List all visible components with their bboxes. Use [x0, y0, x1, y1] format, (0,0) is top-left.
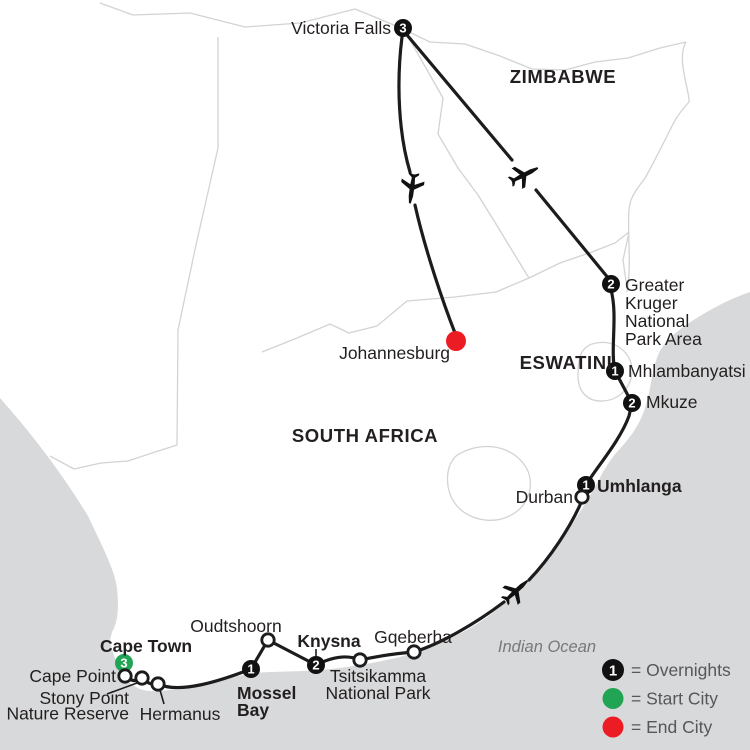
label-hermanus: Hermanus: [140, 704, 221, 724]
overnight-count: 1: [582, 478, 589, 493]
route-layer: [122, 33, 634, 690]
marker-mhlambanyatsi: 1: [606, 362, 624, 380]
legend-label-start: = Start City: [631, 689, 718, 709]
border-zambezi: [99, 2, 687, 71]
marker-stony-point: [134, 670, 150, 686]
marker-gqeberha: [406, 644, 422, 660]
border-botswana-zimbabwe: [405, 32, 530, 279]
marker-greater-kruger: 2: [602, 275, 620, 293]
stop-circle: [352, 652, 368, 668]
overnight-count: 3: [120, 656, 127, 671]
stop-circle: [574, 489, 590, 505]
marker-mossel-bay: 1: [242, 660, 260, 678]
region-label-south-africa: SOUTH AFRICA: [292, 425, 438, 446]
stop-circle: [117, 668, 133, 684]
flight-path-victoria-falls-johannesburg-a: [397, 35, 412, 174]
stop-circle: [134, 670, 150, 686]
label-gqeberha: Gqeberha: [374, 627, 452, 647]
flight-path-kruger-victoria-falls-a: [405, 33, 514, 162]
overnight-badge: [394, 19, 412, 37]
indian-atlantic-ocean: [0, 292, 750, 750]
overnight-badge: [623, 394, 641, 412]
ocean-layer: [0, 292, 750, 750]
legend: 1 = Overnights = Start City = End City: [602, 659, 731, 738]
label-mhlambanyatsi: Mhlambanyatsi: [628, 361, 746, 381]
label-johannesburg: Johannesburg: [339, 343, 450, 363]
stop-circle: [260, 632, 276, 648]
legend-label-overnights: = Overnights: [631, 660, 731, 680]
border-south-africa-botswana: [261, 277, 530, 353]
overnight-badge: [242, 660, 260, 678]
overnight-count: 2: [312, 658, 319, 673]
legend-overnight-number: 1: [609, 662, 617, 679]
marker-tsitsikamma: [352, 652, 368, 668]
start-city-badge: [115, 654, 133, 672]
label-cape-town: Cape Town: [100, 636, 192, 656]
leader-line-stony-point: [106, 682, 138, 695]
border-eswatini: [577, 341, 633, 402]
label-victoria-falls: Victoria Falls: [291, 18, 391, 38]
flight-path-victoria-falls-johannesburg-b: [413, 203, 457, 335]
legend-item-overnights: 1 = Overnights: [602, 659, 731, 681]
city-markers-layer: 3 2 1 2 1 2 1 3: [115, 19, 641, 692]
marker-cape-point: [117, 668, 133, 684]
overnight-badge: [307, 656, 325, 674]
leader-lines-layer: [106, 649, 317, 705]
leader-line-hermanus: [159, 689, 165, 705]
legend-label-end: = End City: [631, 717, 712, 737]
airplane-icon: [401, 171, 425, 204]
marker-knysna: 2: [307, 656, 325, 674]
marker-oudtshoorn: [260, 632, 276, 648]
stop-circle: [150, 676, 166, 692]
legend-item-end: = End City: [602, 716, 712, 738]
airplane-icon: [507, 166, 539, 189]
country-borders-layer: [49, 2, 690, 521]
label-oudtshoorn: Oudtshoorn: [190, 616, 281, 636]
marker-cape-town: 3: [115, 654, 133, 672]
ground-route-coast-to-durban: [527, 483, 588, 582]
stop-circle: [406, 644, 422, 660]
legend-start-city-dot-icon: [602, 688, 624, 709]
overnight-badge: [602, 275, 620, 293]
airplane-icon: [501, 579, 529, 606]
label-umhlanga: Umhlanga: [597, 476, 682, 496]
border-limpopo-east: [528, 231, 630, 279]
flight-path-kruger-victoria-falls-b: [534, 188, 611, 281]
overnight-count: 1: [247, 662, 254, 677]
marker-hermanus: [150, 676, 166, 692]
border-kruger-area: [622, 231, 630, 289]
border-botswana-namibia: [176, 37, 219, 446]
airplanes-layer: [401, 166, 539, 606]
marker-mkuze: 2: [623, 394, 641, 412]
overnight-count: 1: [611, 364, 618, 379]
label-mkuze: Mkuze: [646, 392, 698, 412]
label-durban: Durban: [516, 487, 573, 507]
legend-overnight-badge-icon: [602, 659, 624, 681]
region-label-zimbabwe: ZIMBABWE: [510, 66, 617, 87]
overnight-count: 2: [607, 277, 614, 292]
overnight-count: 2: [628, 396, 635, 411]
border-zimbabwe-mozambique: [626, 41, 690, 293]
label-cape-point: Cape Point: [29, 666, 116, 686]
marker-victoria-falls: 3: [394, 19, 412, 37]
overnight-badge: [606, 362, 624, 380]
label-knysna: Knysna: [297, 631, 360, 651]
end-city-dot: [446, 331, 466, 351]
border-orange-river: [49, 444, 178, 470]
overnight-count: 3: [399, 21, 406, 36]
marker-durban: [574, 489, 590, 505]
legend-item-start: = Start City: [602, 688, 718, 709]
region-label-eswatini: ESWATINI: [520, 352, 613, 373]
border-lesotho: [446, 445, 531, 521]
ocean-label: Indian Ocean: [498, 638, 596, 656]
legend-end-city-dot-icon: [602, 716, 624, 738]
marker-johannesburg: [446, 331, 466, 351]
